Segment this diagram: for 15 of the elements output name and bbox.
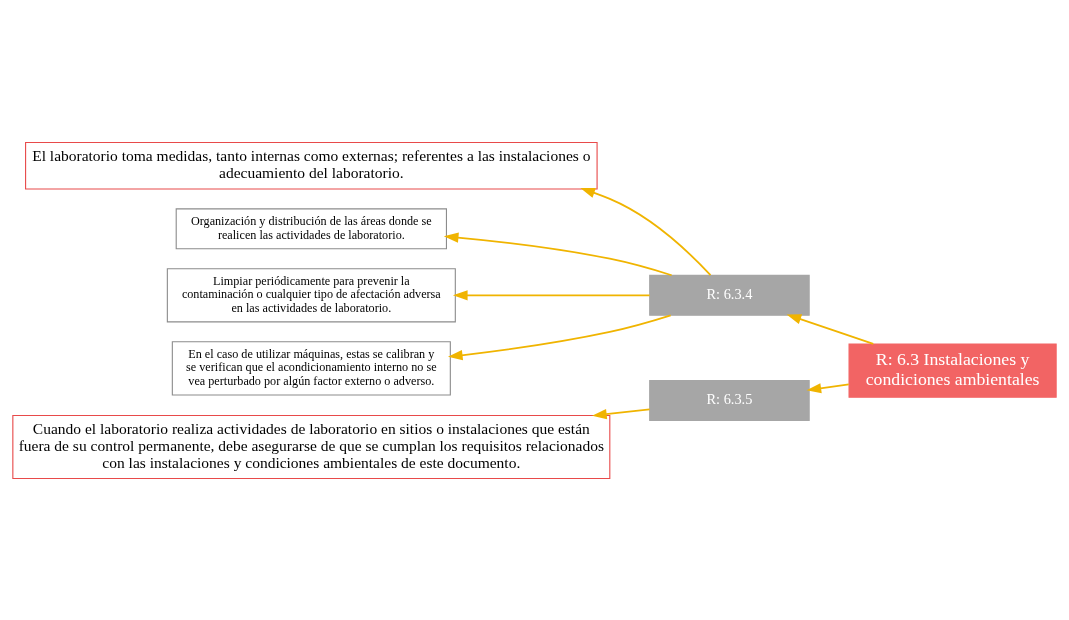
arrow — [443, 232, 673, 276]
arrow — [806, 382, 850, 393]
node-box: En el caso de utilizar máquinas, estas se calibran y se verifican que el acondicionamiento interno no se vea perturbado por algún factor externo o adverso. — [171, 340, 451, 395]
node-box: Limpiar periódicamente para prevenir la contaminación o cualquier tipo de afectación adversa en las actividades de laboratorio. — [166, 267, 456, 322]
arrow — [452, 289, 651, 300]
arrow — [786, 313, 875, 345]
node-box: R: 6.3.5 — [649, 379, 810, 421]
node-box: Organización y distribución de las áreas donde se realicen las actividades de laboratorio. — [175, 207, 447, 249]
arrow — [447, 313, 672, 360]
node-box: El laboratorio toma medidas, tanto internas como externas; referentes a las instalaciones o adecuamiento del laboratorio. — [25, 141, 598, 189]
node-box: Cuando el laboratorio realiza actividades de laboratorio en sitios o instalaciones que están fuera de su control permanente, debe asegurarse de que se cumplan los requisitos relacionados con las instalaciones y condiciones ambientales de este documento. — [12, 414, 611, 479]
arrow — [580, 187, 712, 276]
node-box: R: 6.3 Instalaciones y condiciones ambientales — [848, 342, 1057, 398]
node-box: R: 6.3.4 — [649, 274, 810, 316]
arrow — [592, 407, 651, 419]
